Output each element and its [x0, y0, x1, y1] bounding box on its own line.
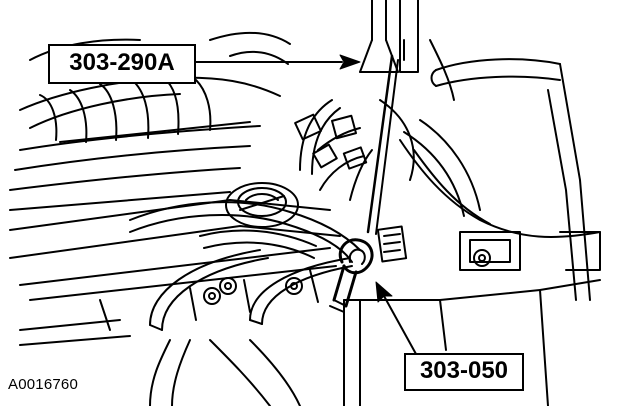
cover-bolts	[203, 249, 491, 305]
oil-filler-cap	[225, 182, 299, 228]
tool-303-050	[329, 238, 374, 313]
leader-303-290a	[195, 54, 361, 70]
spark-plug-wires	[129, 99, 373, 331]
right-side-hoses	[379, 39, 601, 301]
leader-303-050	[375, 281, 417, 355]
callout-label-303-050: 303-050	[404, 353, 524, 391]
valve-cover	[9, 199, 341, 331]
figure-id-label: A0016760	[8, 376, 79, 393]
electrical-connector	[376, 225, 408, 263]
tool-303-290a	[359, 0, 419, 235]
lower-right-frame	[343, 279, 601, 406]
lower-left-hoses	[19, 319, 301, 406]
callout-label-303-290a: 303-290A	[48, 44, 196, 84]
